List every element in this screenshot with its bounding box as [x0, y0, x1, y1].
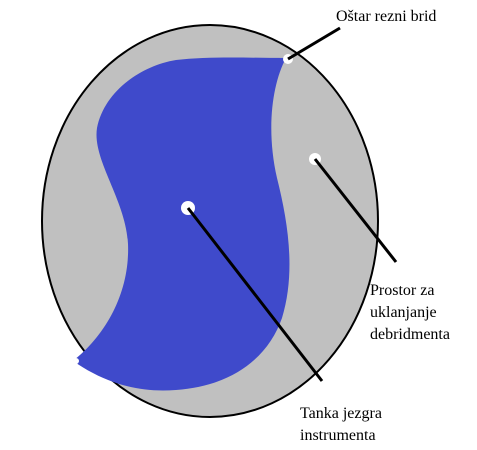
- cutting-edge-label: Oštar rezni brid: [336, 8, 437, 25]
- core-label-line-1: Tanka jezgra: [300, 405, 382, 422]
- debris-space-leader-line: [313, 158, 398, 263]
- debris-space-label-line-2: uklanjanje: [370, 304, 437, 321]
- instrument-core-shape: [73, 57, 290, 391]
- debris-space-label-line-3: debridmenta: [370, 326, 450, 343]
- debris-space-label-line-1: Prostor za: [370, 282, 435, 299]
- core-leader-line: [186, 207, 324, 382]
- core-label-line-2: instrumenta: [300, 427, 376, 444]
- cutting-edge-marker-lower: [73, 358, 79, 364]
- cutting-edge-leader-line: [287, 26, 341, 61]
